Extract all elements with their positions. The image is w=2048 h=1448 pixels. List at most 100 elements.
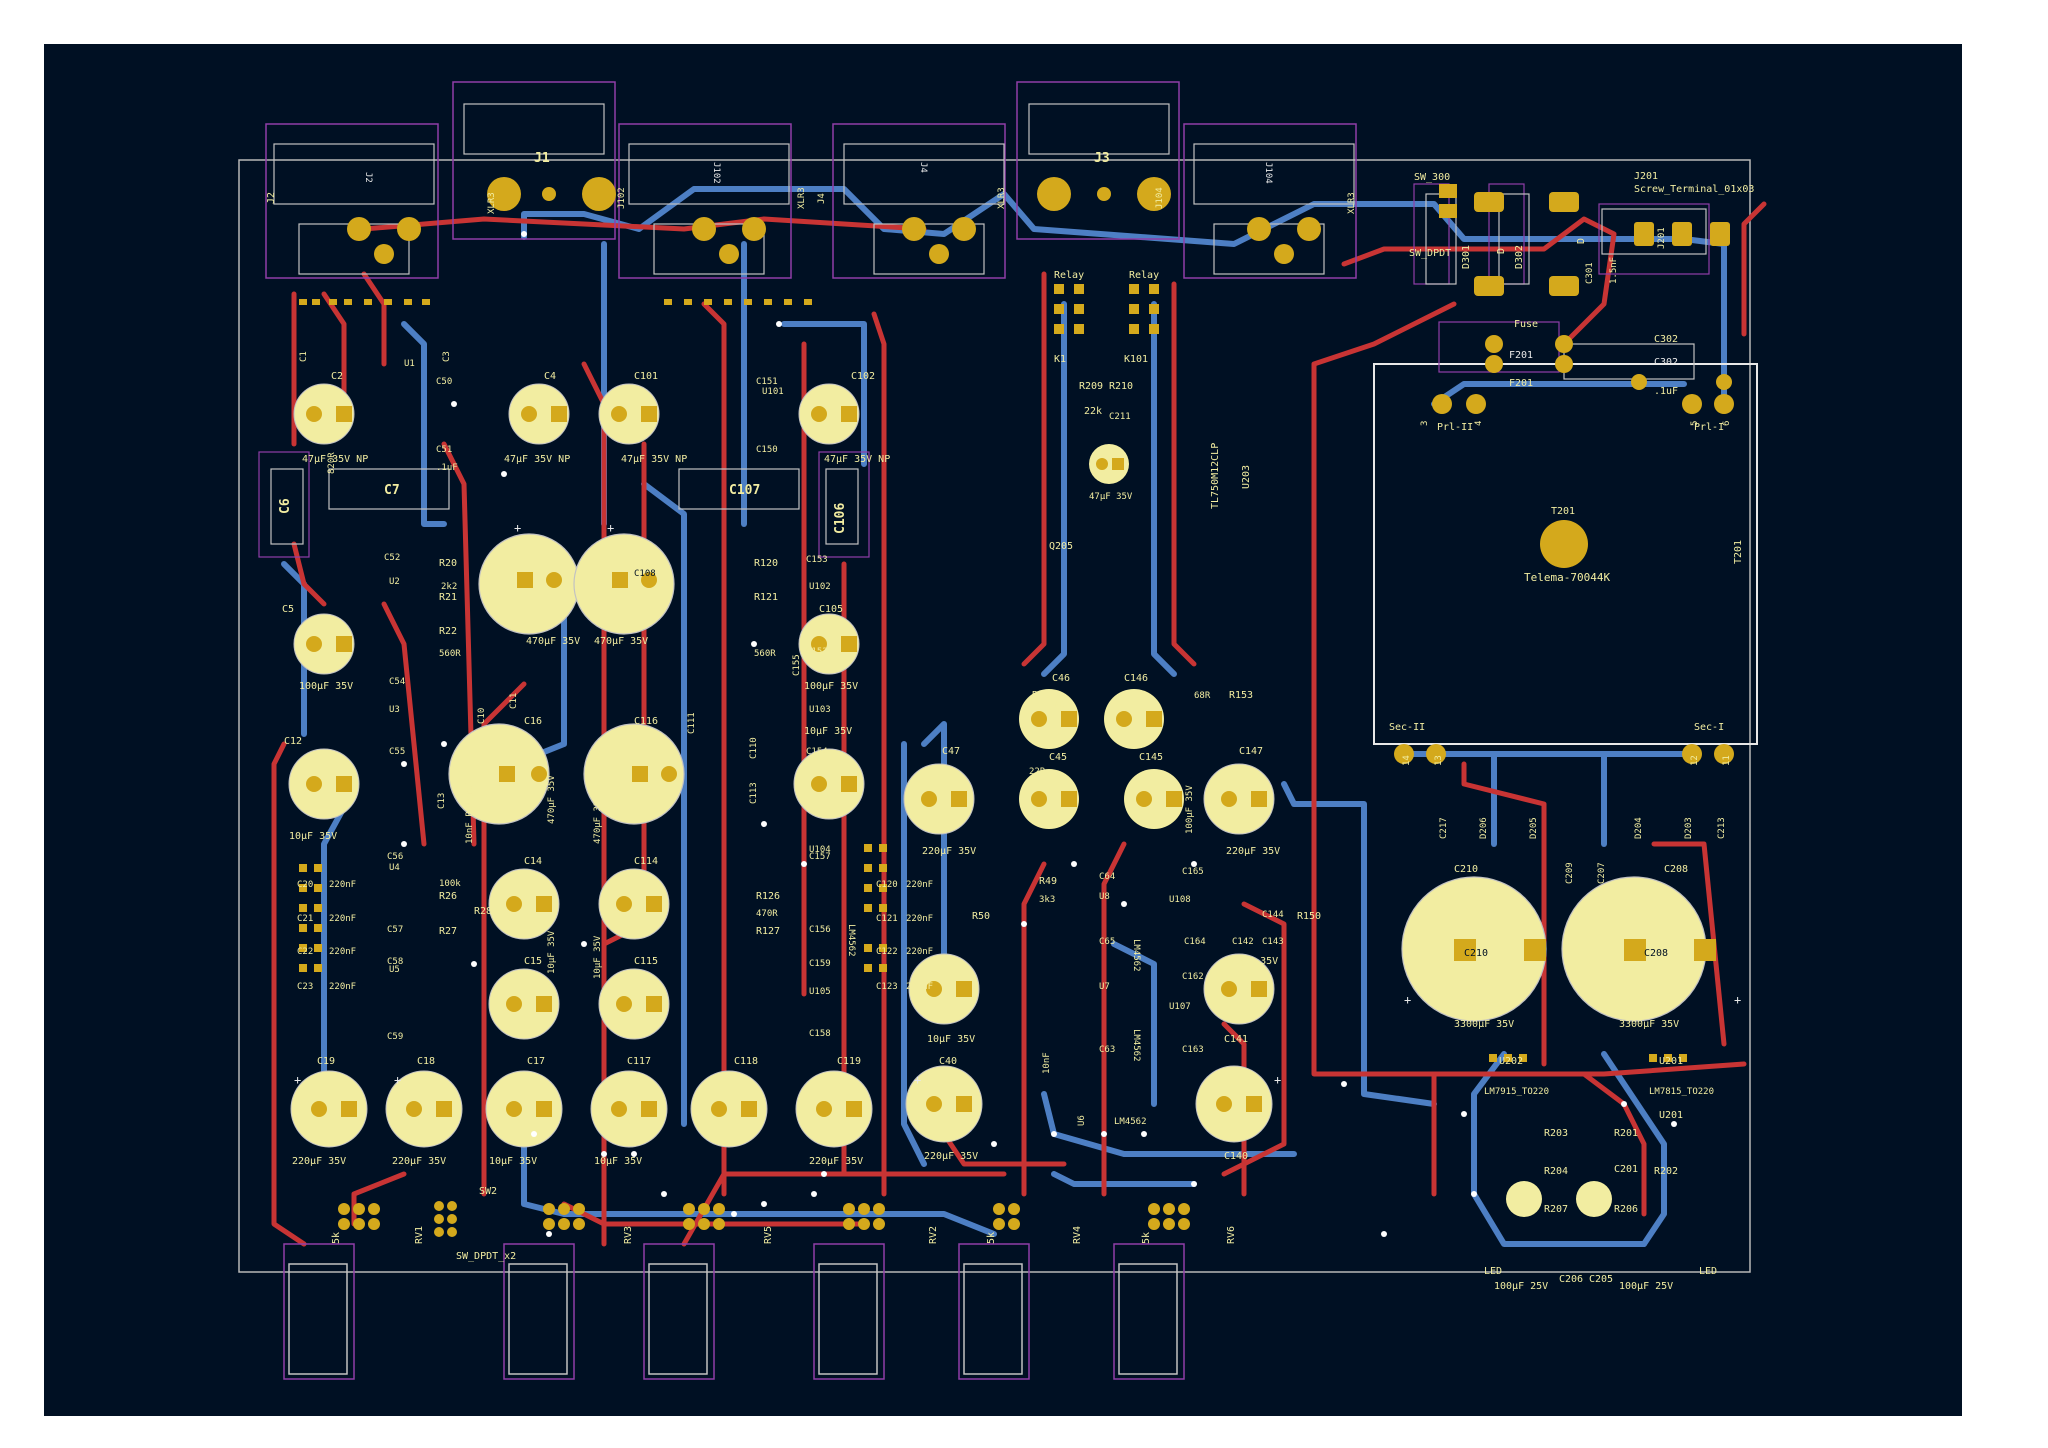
label-c211: C211 (1109, 412, 1131, 422)
label-r120: R120 (754, 558, 778, 569)
label-c4: C4 (544, 371, 556, 382)
label-lm4562-u7: LM4562 (1131, 1029, 1141, 1062)
label-u108: U108 (1169, 895, 1191, 905)
label-c63: C63 (1099, 1045, 1115, 1055)
label-r26-value: 100k (439, 879, 461, 889)
label-j2-fab: J2 (363, 172, 373, 183)
label-j201-fab: J201 (1657, 227, 1667, 249)
label-r121-value: 560R (754, 649, 776, 659)
label-c19: C19 (317, 1056, 335, 1067)
label-u2: U2 (389, 577, 400, 587)
label-c22: C22 (297, 947, 313, 957)
transformer-mounting-pad (1540, 520, 1588, 568)
label-c5: C5 (282, 604, 294, 615)
label-r201: R201 (1614, 1128, 1638, 1139)
label-rv1: RV1 (414, 1226, 425, 1244)
label-c21: C21 (297, 914, 313, 924)
label-r153-value: 68R (1194, 691, 1211, 701)
label-c302: C302 (1654, 334, 1678, 345)
label-c40-value: 220µF 35V (924, 1151, 978, 1162)
label-r53-value: 68R (1054, 701, 1071, 711)
label-c23: C23 (297, 982, 313, 992)
svg-text:+: + (1274, 1073, 1281, 1087)
label-c17-value: 10µF 35V (489, 1156, 537, 1167)
label-c45: C45 (1049, 752, 1067, 763)
label-r52-value: 22R (1029, 767, 1046, 777)
label-c14-value: 10µF 35V (547, 930, 557, 974)
label-j4: J4 (817, 193, 827, 204)
label-c16-value: 470µF 35V (547, 775, 557, 824)
label-j3: J3 (1094, 151, 1110, 166)
label-c114: C114 (634, 856, 658, 867)
label-c59: C59 (387, 1032, 403, 1042)
label-c122-value: 220nF (906, 947, 933, 957)
label-sw2-value: SW_DPDT_x2 (456, 1251, 516, 1262)
label-c122: C122 (876, 947, 898, 957)
label-c120-value: 220nF (906, 880, 933, 890)
label-c165: C165 (1182, 867, 1204, 877)
label-rv5: RV5 (763, 1226, 774, 1244)
label-c15: C15 (524, 956, 542, 967)
label-c23-value: 220nF (329, 982, 356, 992)
label-c110: C110 (749, 737, 759, 759)
label-j201: J201 (1634, 171, 1658, 182)
label-c105: C105 (819, 604, 843, 615)
label-u4: U4 (389, 863, 400, 873)
pin-14: 14 (1402, 755, 1412, 766)
label-u6: U6 (1077, 1115, 1087, 1126)
label-r-820r: 820R (327, 452, 337, 474)
label-5k-rv1: 5k (331, 1232, 342, 1244)
label-c205: C205 (1589, 1274, 1613, 1285)
label-c116-value: 470µF 35V (593, 795, 603, 844)
label-r126-value: 470R (756, 909, 778, 919)
label-c302-fab: C302 (1654, 357, 1678, 368)
label-c206-value: 100µF 25V (1494, 1281, 1548, 1292)
label-c142: C142 (1232, 937, 1254, 947)
label-f201-fab: F201 (1509, 350, 1533, 361)
label-c1: C1 (299, 351, 309, 362)
label-c2-value: 47µF 35V NP (302, 454, 368, 465)
label-c52: C52 (384, 553, 400, 563)
label-c210-value: 3300µF 35V (1454, 1019, 1514, 1030)
label-c5-value: 100µF 35V (299, 681, 353, 692)
label-lm4562-u8: LM4562 (1131, 939, 1141, 972)
label-c113: C113 (749, 782, 759, 804)
pcb-canvas: J1 J3 J2 J2 XLR3 J102 J102 XLR3 J4 J4 XL… (44, 44, 1962, 1416)
label-c211-value: 47µF 35V (1089, 492, 1133, 502)
pin-3: 3 (1420, 421, 1430, 426)
label-c158: C158 (809, 1029, 831, 1039)
label-d302: D302 (1514, 245, 1525, 269)
label-c150: C150 (756, 445, 778, 455)
label-j1: J1 (534, 151, 550, 166)
label-r26: R26 (439, 891, 457, 902)
label-polyfil: 10nF Polyfil (465, 779, 475, 844)
label-sw300: SW_300 (1414, 172, 1450, 183)
pin-6: 6 (1722, 421, 1732, 426)
label-c119: C119 (837, 1056, 861, 1067)
label-c141-value: 470µF 35V (1224, 956, 1278, 967)
svg-text:+: + (394, 1073, 401, 1087)
label-c8-value: 470µF 35V (526, 636, 580, 647)
label-r50: R50 (972, 911, 990, 922)
label-r204: R204 (1544, 1166, 1568, 1177)
label-c112-value: 10µF 35V (804, 726, 852, 737)
label-r20-value: 2k2 (441, 582, 457, 592)
label-c10: C10 (477, 708, 487, 724)
label-c210: C210 (1454, 864, 1478, 875)
label-c207: C207 (1597, 862, 1607, 884)
label-d301-value: D (1496, 248, 1507, 254)
label-u201-ref: U201 (1659, 1110, 1683, 1121)
label-r49-value: 3k3 (1039, 895, 1055, 905)
label-u101: U101 (762, 387, 784, 397)
label-r210: R210 (1109, 381, 1133, 392)
label-c58: C58 (387, 957, 403, 967)
label-r22-value: 560R (439, 649, 461, 659)
label-u3: U3 (389, 705, 400, 715)
label-c50: C50 (436, 377, 452, 387)
label-c57: C57 (387, 925, 403, 935)
label-rv4: RV4 (1072, 1226, 1083, 1244)
label-c208: C208 (1664, 864, 1688, 875)
label-c116: C116 (634, 716, 658, 727)
label-j102: J102 (617, 187, 627, 209)
label-r206: R206 (1614, 1204, 1638, 1215)
